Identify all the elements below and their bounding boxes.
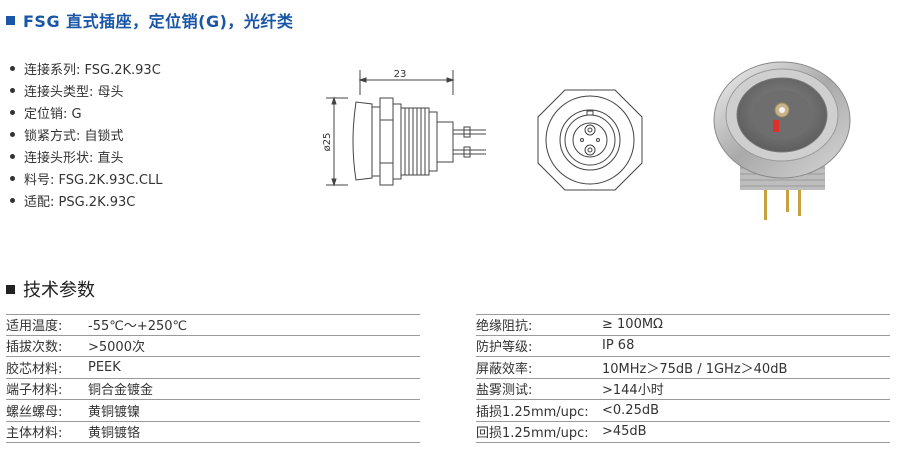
param-value: 黄铜镀铬: [88, 426, 141, 442]
table-row: 盐雾测试: >144小时: [476, 379, 890, 400]
spec-item: 料号: FSG.2K.93C.CLL: [10, 167, 162, 189]
front-view-drawing: [537, 89, 643, 191]
param-value: <0.25dB: [602, 402, 660, 418]
param-value: >144小时: [602, 383, 664, 399]
table-row: 插拔次数: >5000次: [6, 336, 420, 357]
param-label: 适用温度:: [6, 319, 63, 335]
param-value: 铜合金镀金: [88, 383, 154, 399]
table-row: 绝缘阻抗: ≥ 100MΩ: [476, 314, 890, 336]
params-table-left: 适用温度: -55℃～+250℃ 插拔次数: >5000次 胶芯材料: PEEK 端子…: [6, 314, 420, 443]
param-label: 插损1.25mm/upc:: [476, 404, 589, 420]
table-row: 胶芯材料: PEEK: [6, 357, 420, 379]
spec-text: 连接系列: FSG.2K.93C: [24, 62, 161, 78]
param-value: -55℃～+250℃: [88, 319, 188, 335]
title-square-icon: [6, 15, 15, 25]
param-value: >45dB: [602, 424, 647, 440]
product-photo: [713, 61, 851, 220]
bullet-icon: [10, 131, 15, 137]
spec-text: 适配: PSG.2K.93C: [24, 194, 136, 210]
params-table-right: 绝缘阻抗: ≥ 100MΩ 防护等级: IP 68 屏蔽效率: 10MHz＞75dB …: [476, 314, 890, 443]
param-label: 回损1.25mm/upc:: [476, 426, 589, 442]
param-label: 屏蔽效率:: [476, 361, 533, 377]
param-label: 绝缘阻抗:: [476, 319, 533, 335]
param-label: 端子材料:: [6, 383, 63, 399]
spec-item: 锁紧方式: 自锁式: [10, 123, 162, 145]
param-label: 主体材料:: [6, 426, 63, 442]
param-value: ≥ 100MΩ: [602, 317, 663, 333]
table-row: 端子材料: 铜合金镀金: [6, 379, 420, 400]
spec-text: 连接头形状: 直头: [24, 150, 124, 166]
bullet-icon: [10, 65, 15, 71]
side-view-drawing: 23 ø25: [322, 69, 486, 187]
bullet-icon: [10, 153, 15, 159]
table-row: 适用温度: -55℃～+250℃: [6, 314, 420, 336]
spec-item: 连接系列: FSG.2K.93C: [10, 57, 162, 79]
spec-text: 锁紧方式: 自锁式: [24, 128, 124, 144]
spec-text: 连接头类型: 母头: [24, 84, 124, 100]
spec-text: 料号: FSG.2K.93C.CLL: [24, 172, 163, 188]
table-row: 主体材料: 黄铜镀铬: [6, 422, 420, 443]
bullet-icon: [10, 197, 15, 203]
table-row: 螺丝螺母: 黄铜镀镍: [6, 400, 420, 422]
param-label: 螺丝螺母:: [6, 404, 63, 420]
product-title-text: FSG 直式插座，定位销(G)，光纤类: [23, 12, 294, 31]
bullet-icon: [10, 175, 15, 181]
bullet-icon: [10, 109, 15, 115]
section-tech-params: 技术参数: [6, 276, 95, 302]
bullet-icon: [10, 87, 15, 93]
spec-item: 适配: PSG.2K.93C: [10, 189, 162, 211]
param-value: 10MHz＞75dB / 1GHz＞40dB: [602, 361, 788, 377]
table-row: 回损1.25mm/upc: >45dB: [476, 422, 890, 443]
section-title: 技术参数: [23, 280, 95, 301]
diameter-dimension-label: ø25: [322, 133, 333, 152]
red-marker-icon: [773, 120, 779, 132]
table-row: 屏蔽效率: 10MHz＞75dB / 1GHz＞40dB: [476, 357, 890, 379]
param-value: IP 68: [602, 338, 635, 354]
param-label: 插拔次数:: [6, 340, 63, 356]
section-square-icon: [6, 284, 15, 294]
spec-text: 定位销: G: [24, 106, 82, 122]
table-row: 插损1.25mm/upc: <0.25dB: [476, 400, 890, 422]
spec-item: 连接头形状: 直头: [10, 145, 162, 167]
table-row: 防护等级: IP 68: [476, 336, 890, 357]
param-value: PEEK: [88, 359, 121, 375]
param-value: 黄铜镀镍: [88, 404, 141, 420]
param-value: >5000次: [88, 340, 145, 356]
spec-list: 连接系列: FSG.2K.93C 连接头类型: 母头 定位销: G 锁紧方式: …: [10, 57, 162, 211]
spec-item: 连接头类型: 母头: [10, 79, 162, 101]
width-dimension-label: 23: [394, 69, 407, 80]
spec-item: 定位销: G: [10, 101, 162, 123]
product-title: FSG 直式插座，定位销(G)，光纤类: [6, 8, 293, 32]
param-label: 防护等级:: [476, 340, 533, 356]
param-label: 盐雾测试:: [476, 383, 533, 399]
param-label: 胶芯材料:: [6, 361, 63, 377]
